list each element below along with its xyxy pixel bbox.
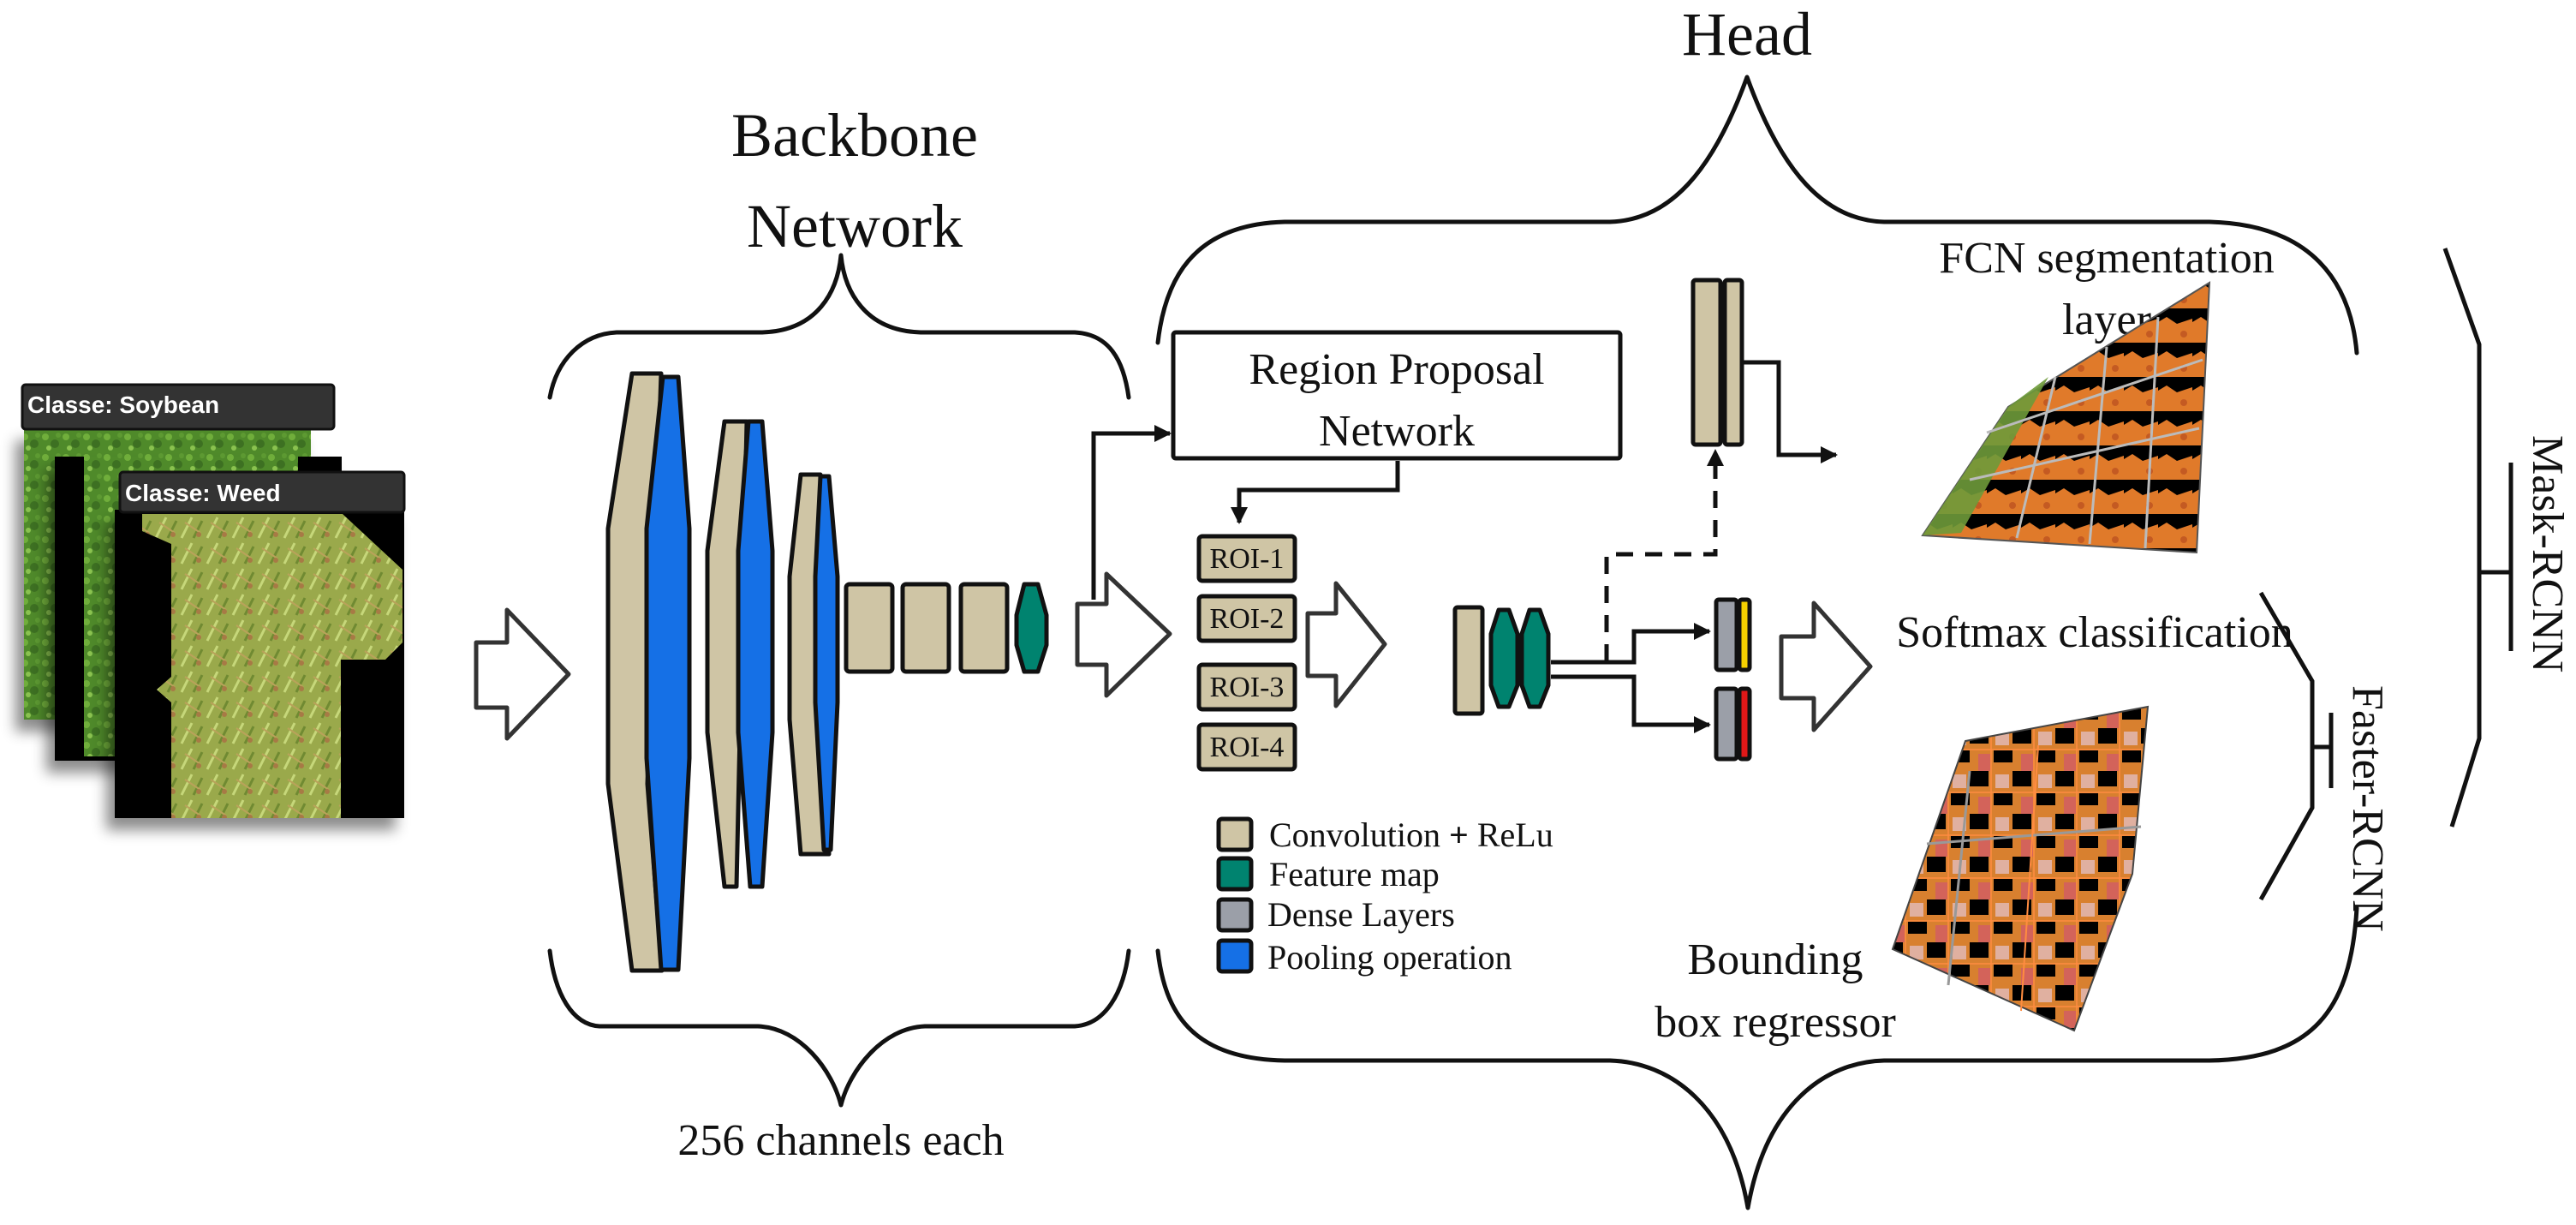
connector-fcn-to-segmentation [1744,360,1838,463]
legend-label-feature: Feature map [1269,855,1440,893]
feature-map-backbone [1014,582,1049,674]
legend-label-conv: Convolution + ReLu [1269,816,1553,854]
flow-arrow-rois-to-head [1305,581,1387,708]
legend-swatch-pool [1216,938,1254,974]
conv-block-6 [958,582,1010,674]
head-conv-block [1452,605,1485,716]
input-image-weed [115,510,404,818]
roi-list: ROI-1 ROI-2 ROI-3 ROI-4 [1196,534,1297,772]
bbox-label-line2: box regressor [1655,998,1896,1047]
mask-rcnn-bracket [2442,248,2513,828]
backbone-title-line2: Network [747,192,963,260]
dense-layer-bbox [1714,686,1739,762]
class-label-soybean: Classe: Soybean [27,391,219,418]
rpn-label-line2: Network [1319,407,1475,456]
legend: Convolution + ReLu Feature map Dense Lay… [1216,816,1553,977]
rpn-label-line1: Region Proposal [1249,345,1544,394]
pool-block-1 [644,374,692,972]
roi-label-2: ROI-2 [1210,603,1285,635]
class-label-weed: Classe: Weed [125,480,281,506]
conv-block-4 [844,582,895,674]
segmentation-output-image [1921,281,2211,554]
fcn-conv-block-1 [1690,278,1723,447]
head-title: Head [1682,0,1812,69]
roi-box-1 [1196,534,1297,583]
backbone-title-line1: Backbone [731,101,978,170]
backbone-bottom-brace [547,948,1131,1108]
head-bottom-brace [1155,905,2359,1210]
legend-swatch-feature [1216,856,1254,892]
faster-rcnn-bracket [2258,591,2334,901]
bbox-output-block [1737,686,1752,762]
roi-box-3 [1196,662,1297,712]
roi-label-1: ROI-1 [1210,543,1285,575]
head-feature-map-2 [1519,607,1551,709]
connector-to-fcn-dashed [1604,449,1724,661]
connector-to-bbox-dense [1551,674,1711,733]
connector-backbone-to-rpn [1091,425,1172,600]
legend-swatch-conv [1216,816,1254,852]
conv-block-5 [900,582,951,674]
input-image-label-weed: Classe: Weed [118,470,406,514]
roi-label-4: ROI-4 [1210,732,1285,763]
dense-layer-softmax [1714,597,1739,672]
pool-block-2 [736,419,775,889]
backbone-top-brace [547,253,1131,400]
softmax-output-block [1737,597,1752,672]
flow-arrow-to-outputs [1779,601,1873,732]
bbox-label-line1: Bounding [1687,935,1863,984]
roi-box-4 [1196,722,1297,772]
input-image-stack: Classe: Soybean Classe: Weed [21,383,406,818]
fcn-conv-block-2 [1722,278,1744,447]
backbone-layers [605,371,1049,973]
roi-box-2 [1196,594,1297,643]
connector-rpn-to-rois [1231,461,1400,524]
softmax-label: Softmax classification [1896,608,2293,657]
connector-to-softmax-dense [1551,623,1711,665]
backbone-caption: 256 channels each [677,1116,1004,1165]
input-image-label-soybean: Classe: Soybean [21,383,336,431]
faster-rcnn-label: Faster-RCNN [2343,685,2392,932]
flow-arrow-backbone-to-rois [1075,571,1172,698]
bbox-output-image [1891,705,2150,1032]
pool-block-3 [813,474,840,852]
head-feature-map-1 [1488,607,1520,709]
legend-label-dense: Dense Layers [1267,895,1455,934]
rpn-box [1171,330,1623,461]
roi-label-3: ROI-3 [1210,672,1285,703]
head-top-brace [1155,75,2359,356]
legend-label-pool: Pooling operation [1267,938,1512,977]
fcn-label-line1: FCN segmentation [1939,234,2274,283]
flow-arrow-input-to-backbone [474,607,571,741]
weed-photo [142,514,402,818]
mask-rcnn-label: Mask-RCNN [2523,435,2572,672]
legend-swatch-dense [1216,897,1254,933]
